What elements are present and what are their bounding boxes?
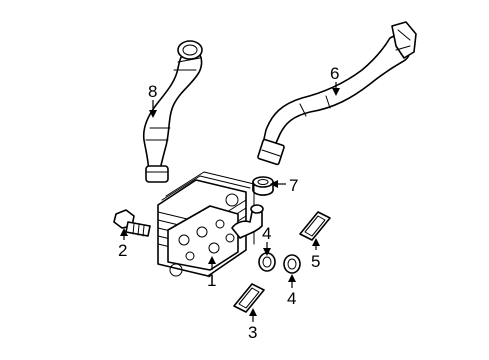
callout-3: 3 [248, 323, 257, 342]
callout-4-upper: 4 [262, 224, 271, 243]
callout-6: 6 [330, 64, 339, 83]
callout-2: 2 [118, 241, 127, 260]
callout-5: 5 [311, 252, 320, 271]
callout-8: 8 [148, 82, 157, 101]
hose-part-8 [142, 40, 203, 183]
fitting-part-7 [252, 176, 274, 196]
gasket-part-3 [233, 283, 265, 313]
o-ring-part-4-lower [283, 254, 301, 274]
gasket-part-5 [299, 211, 331, 241]
callout-7: 7 [289, 176, 298, 195]
bolt-part-2 [113, 209, 151, 237]
oil-cooler-part-1 [157, 171, 264, 277]
callout-arrows [120, 82, 340, 322]
callout-4-lower: 4 [287, 289, 296, 308]
callout-1: 1 [207, 271, 216, 290]
